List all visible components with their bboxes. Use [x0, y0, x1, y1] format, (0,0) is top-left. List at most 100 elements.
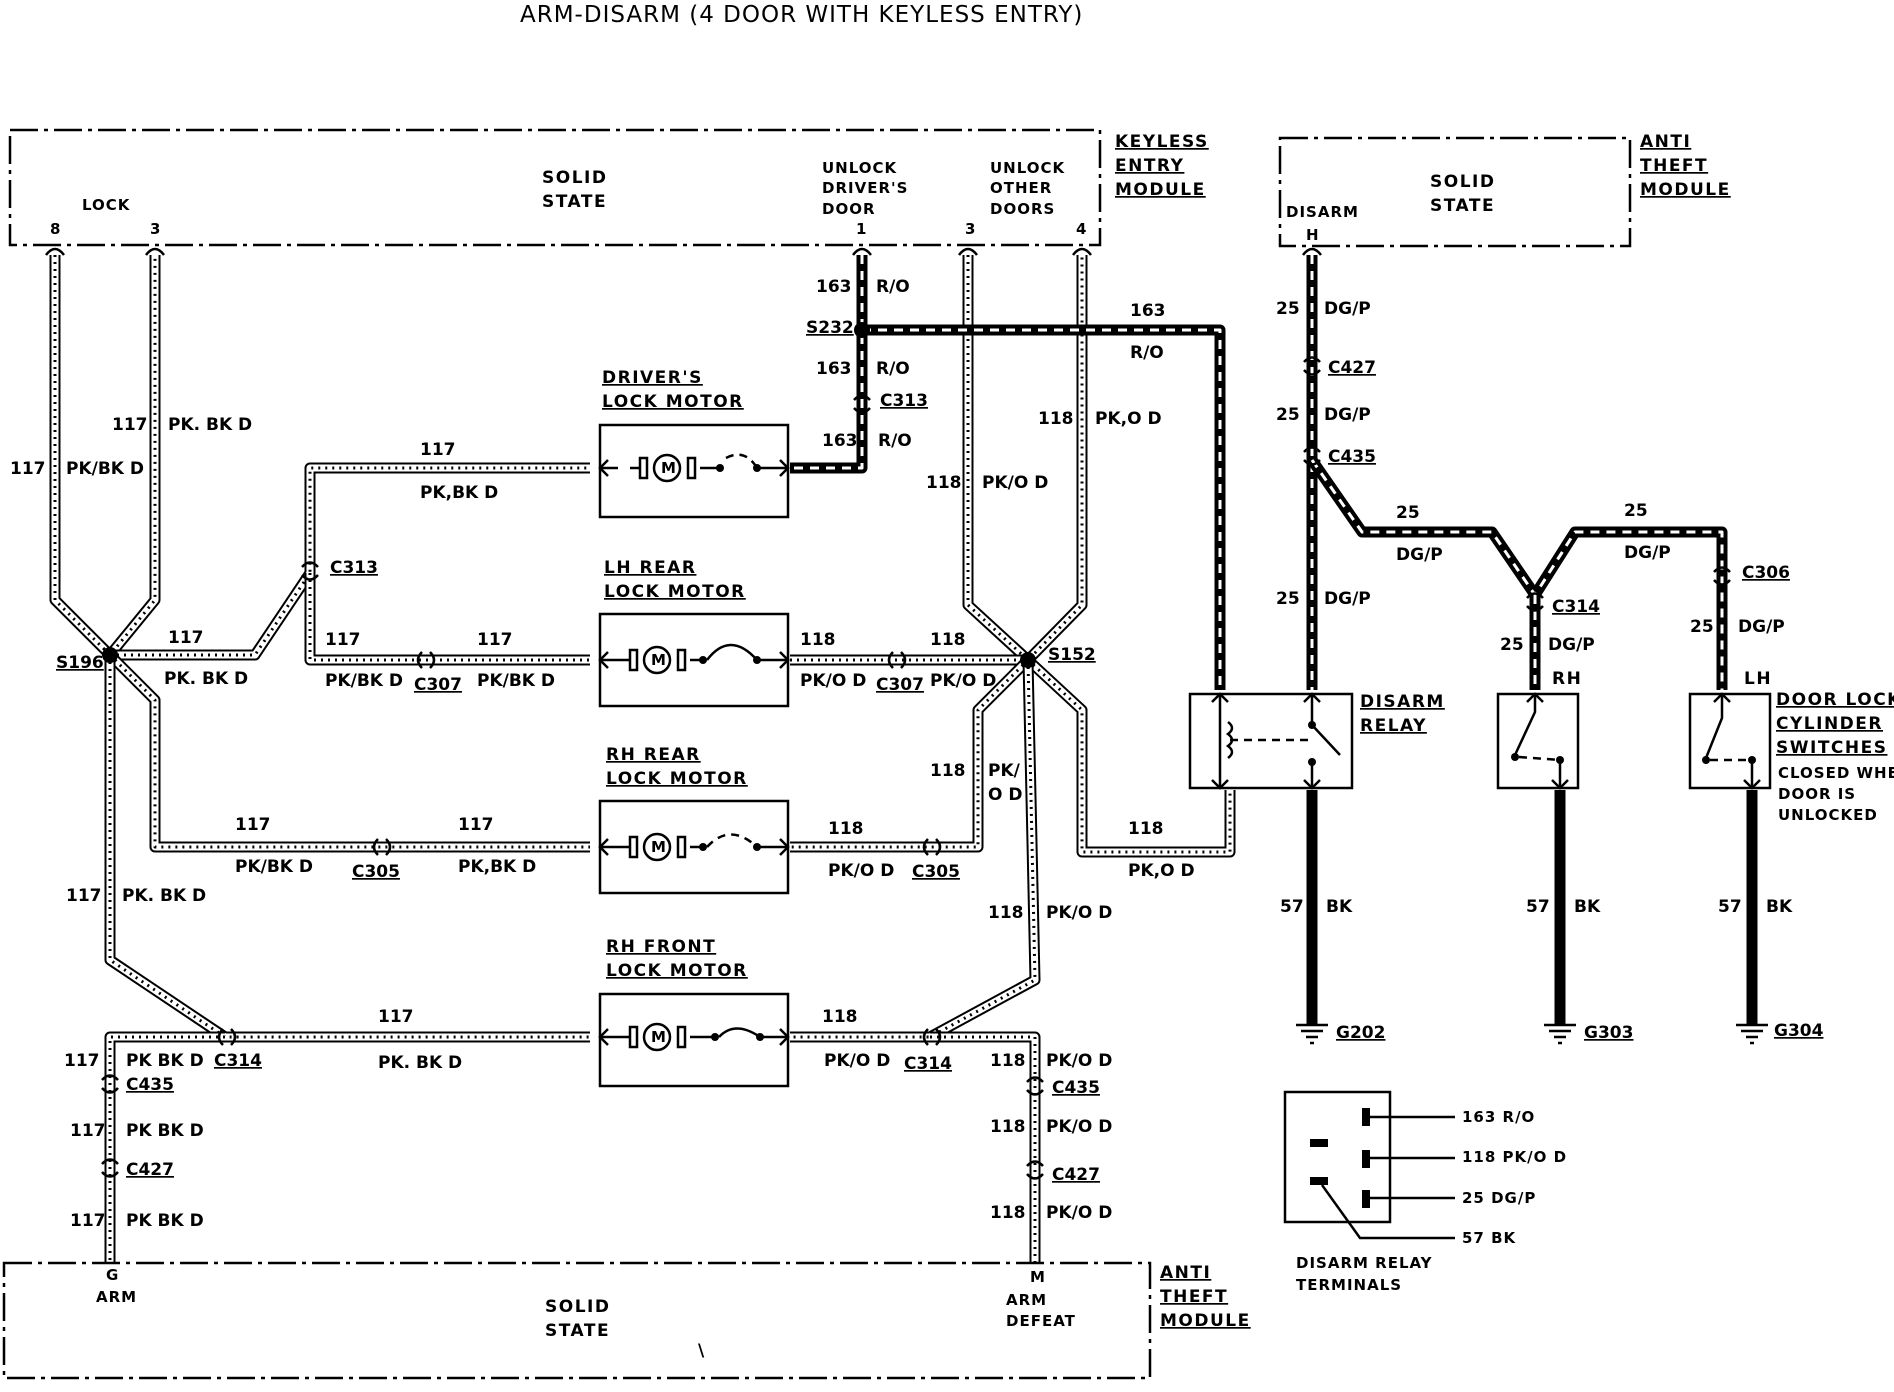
svg-text:PK/O D: PK/O D	[800, 671, 866, 691]
svg-text:25: 25	[1276, 405, 1300, 425]
motor-icon	[642, 645, 672, 675]
svg-text:PK,O D: PK,O D	[1128, 861, 1195, 881]
svg-text:UNLOCKED: UNLOCKED	[1778, 806, 1878, 824]
svg-text:25: 25	[1276, 589, 1300, 609]
svg-text:M: M	[651, 651, 667, 669]
svg-text:RELAY: RELAY	[1360, 716, 1427, 736]
svg-text:S152: S152	[1048, 645, 1096, 665]
svg-text:G303: G303	[1584, 1023, 1633, 1043]
svg-text:163: 163	[1130, 301, 1166, 321]
rh-front-lock-motor: RH FRONT LOCK MOTOR M	[598, 937, 790, 1088]
svg-text:117: 117	[64, 1051, 100, 1071]
svg-text:R/O: R/O	[878, 431, 912, 451]
svg-text:DRIVER'S: DRIVER'S	[822, 179, 908, 197]
svg-text:25: 25	[1396, 503, 1420, 523]
svg-text:ANTI: ANTI	[1640, 132, 1691, 152]
svg-text:117: 117	[10, 459, 46, 479]
svg-text:C307: C307	[414, 675, 462, 695]
svg-text:MODULE: MODULE	[1160, 1311, 1251, 1331]
svg-text:LH: LH	[1744, 669, 1772, 689]
svg-text:C306: C306	[1742, 563, 1790, 583]
svg-text:M: M	[651, 838, 667, 856]
svg-text:C435: C435	[1328, 447, 1376, 467]
svg-text:57: 57	[1718, 897, 1742, 917]
svg-text:UNLOCK: UNLOCK	[822, 159, 898, 177]
svg-text:OTHER: OTHER	[990, 179, 1052, 197]
svg-text:C305: C305	[352, 862, 400, 882]
svg-text:118 PK/O D: 118 PK/O D	[1462, 1148, 1567, 1166]
svg-text:118: 118	[828, 819, 864, 839]
svg-text:G202: G202	[1336, 1023, 1385, 1043]
svg-text:C427: C427	[1052, 1165, 1100, 1185]
svg-text:RH FRONT: RH FRONT	[606, 937, 716, 957]
pin-markers	[45, 247, 1322, 256]
svg-text:117: 117	[458, 815, 494, 835]
svg-text:118: 118	[930, 630, 966, 650]
svg-text:118: 118	[1128, 819, 1164, 839]
svg-text:DISARM: DISARM	[1360, 692, 1445, 712]
svg-text:3: 3	[965, 220, 976, 238]
svg-text:118: 118	[930, 761, 966, 781]
svg-text:DOOR: DOOR	[822, 200, 876, 218]
svg-text:\: \	[698, 1341, 705, 1361]
svg-text:G: G	[106, 1266, 119, 1284]
svg-text:1: 1	[856, 220, 867, 238]
svg-text:DG/P: DG/P	[1548, 635, 1595, 655]
svg-text:DEFEAT: DEFEAT	[1006, 1312, 1076, 1330]
svg-text:C435: C435	[1052, 1078, 1100, 1098]
ground-icon: G304	[1736, 1021, 1824, 1045]
wire-117-group	[49, 255, 590, 1265]
svg-text:STATE: STATE	[1430, 196, 1495, 216]
svg-text:LOCK: LOCK	[82, 196, 131, 214]
keyless-module-name: KEYLESS ENTRY MODULE	[1115, 132, 1207, 200]
svg-text:118: 118	[822, 1007, 858, 1027]
svg-text:PK BK D: PK BK D	[126, 1211, 204, 1231]
svg-text:PK,BK D: PK,BK D	[420, 483, 498, 503]
svg-text:3: 3	[150, 220, 161, 238]
svg-text:117: 117	[168, 628, 204, 648]
svg-text:R/O: R/O	[876, 359, 910, 379]
svg-text:118: 118	[988, 903, 1024, 923]
svg-text:DG/P: DG/P	[1396, 545, 1443, 565]
svg-text:25 DG/P: 25 DG/P	[1462, 1189, 1536, 1207]
svg-text:BK: BK	[1326, 897, 1353, 917]
svg-text:PK/O D: PK/O D	[1046, 1051, 1112, 1071]
svg-text:118: 118	[990, 1051, 1026, 1071]
svg-text:PK. BK D: PK. BK D	[168, 415, 252, 435]
svg-text:DOOR LOCK: DOOR LOCK	[1776, 690, 1894, 710]
svg-text:BK: BK	[1574, 897, 1601, 917]
anti-theft-module-top: SOLID STATE DISARM H ANTI THEFT MODULE	[1278, 132, 1729, 248]
svg-text:163: 163	[822, 431, 858, 451]
svg-text:PK/BK D: PK/BK D	[325, 671, 403, 691]
svg-text:117: 117	[325, 630, 361, 650]
svg-text:PK/BK D: PK/BK D	[235, 857, 313, 877]
grounds: G202 G303 G304	[1296, 1021, 1824, 1045]
svg-text:M: M	[651, 1028, 667, 1046]
svg-text:25: 25	[1624, 501, 1648, 521]
svg-text:LH REAR: LH REAR	[604, 558, 696, 578]
svg-text:UNLOCK: UNLOCK	[990, 159, 1066, 177]
svg-text:PK,BK D: PK,BK D	[458, 857, 536, 877]
svg-text:S232: S232	[806, 318, 854, 338]
svg-text:DISARM: DISARM	[1286, 203, 1359, 221]
rh-rear-lock-motor: RH REAR LOCK MOTOR M	[598, 745, 790, 895]
svg-text:PK BK D: PK BK D	[126, 1051, 204, 1071]
svg-text:PK/O D: PK/O D	[930, 671, 996, 691]
svg-text:PK/O D: PK/O D	[828, 861, 894, 881]
svg-text:SOLID: SOLID	[542, 168, 607, 188]
svg-text:STATE: STATE	[542, 192, 607, 212]
disarm-relay: DISARM RELAY	[1188, 692, 1445, 790]
svg-text:LOCK MOTOR: LOCK MOTOR	[602, 392, 744, 412]
svg-text:DG/P: DG/P	[1324, 405, 1371, 425]
svg-text:CLOSED WHEN: CLOSED WHEN	[1778, 764, 1894, 782]
ground-icon: G202	[1296, 1023, 1385, 1045]
svg-text:ANTI: ANTI	[1160, 1263, 1211, 1283]
svg-text:R/O: R/O	[1130, 343, 1164, 363]
svg-text:PK/O D: PK/O D	[824, 1051, 890, 1071]
svg-text:C435: C435	[126, 1075, 174, 1095]
splices: S196 S152 S232	[56, 318, 1096, 673]
svg-text:DG/P: DG/P	[1738, 617, 1785, 637]
svg-text:STATE: STATE	[545, 1321, 610, 1341]
svg-text:PK/O D: PK/O D	[1046, 903, 1112, 923]
svg-text:163: 163	[816, 359, 852, 379]
